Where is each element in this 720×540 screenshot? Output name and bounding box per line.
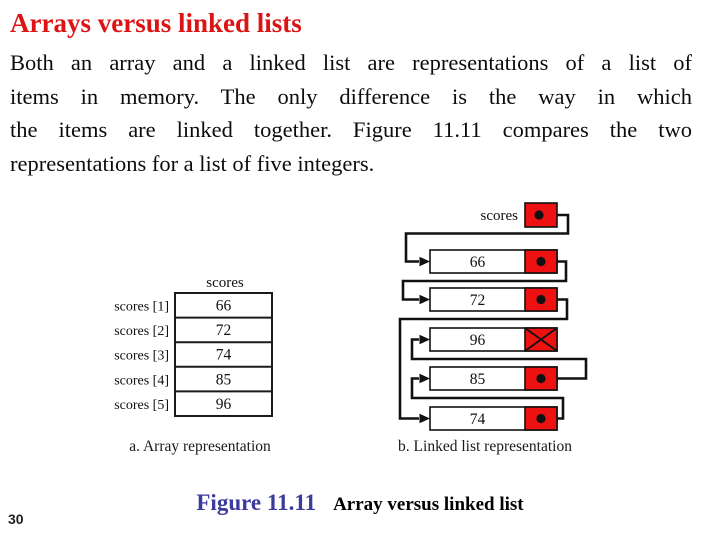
array-diagram: scores scores [1] scores [2] scores [3] … [114,275,273,417]
array-row-label: scores [3] [114,349,169,364]
list-node: 66 [429,249,558,274]
array-row-label: scores [1] [114,300,169,315]
link-head-to-66 [404,213,570,263]
array-row-label: scores [2] [114,324,169,339]
arrowhead-icon [419,373,430,384]
array-cell-value: 72 [216,322,232,339]
node-value: 72 [470,292,486,309]
pointer-dot-icon [536,373,546,384]
pointer-dot-icon [536,256,546,267]
node-value: 85 [470,371,486,388]
array-header-label: scores [206,275,244,291]
arrowheads [419,256,430,424]
array-cell-value: 85 [216,371,232,388]
figure-title: Array versus linked list [333,494,524,515]
node-value: 96 [470,332,486,349]
node-value: 74 [470,411,486,428]
array-cell-value: 96 [216,396,232,413]
body-line: the items are linked together. Figure 11… [10,117,692,142]
pointer-dot-icon [536,413,546,424]
arrowhead-icon [419,334,430,345]
pointer-links [398,213,588,420]
linked-list-diagram: scores 66 72 96 [398,202,588,431]
node-value: 66 [470,254,486,271]
link-74-to-85 [410,377,565,420]
body-line: Both an array and a linked list are repr… [10,50,692,75]
arrowhead-icon [419,256,430,267]
pointer-dot-icon [536,294,546,305]
list-node: 72 [429,287,558,312]
list-node: 74 [429,406,558,431]
link-85-to-96 [410,338,588,380]
pointer-dot-icon [534,210,544,220]
link-72-to-74 [398,298,569,420]
page-number: 30 [8,511,24,527]
list-node: 96 [429,327,558,352]
slide-title: Arrays versus linked lists [10,8,302,38]
array-box [174,292,273,417]
body-paragraph: Both an array and a linked list are repr… [10,46,692,180]
array-row-label: scores [5] [114,398,169,413]
array-cell-value: 74 [216,347,232,364]
arrowhead-icon [419,413,430,424]
link-66-to-72 [401,260,568,301]
figure-number: Figure 11.11 [196,490,317,515]
figure-caption: Figure 11.11 Array versus linked list [0,490,720,516]
array-caption: a. Array representation [129,438,271,455]
array-cell-value: 66 [216,298,232,315]
arrowhead-icon [419,294,430,305]
array-row-label: scores [4] [114,373,169,388]
null-cross-icon [524,327,558,352]
list-head-label: scores [481,208,519,224]
body-line: items in memory. The only difference is … [10,83,692,109]
list-node: 85 [429,366,558,391]
body-line: representations for a list of five integ… [10,150,375,176]
linked-list-caption: b. Linked list representation [398,438,572,455]
